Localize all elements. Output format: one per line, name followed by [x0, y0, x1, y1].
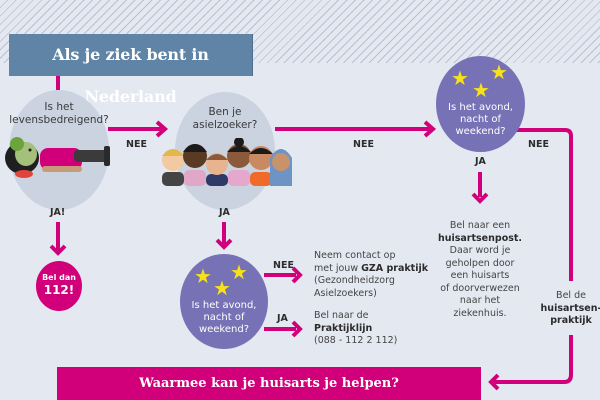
outcome-gza-bold: GZA praktijk — [361, 262, 429, 274]
question-evening-top-text: Is het avond, nacht of weekend? — [436, 102, 525, 138]
question-asylum-line1: Ben je — [208, 106, 242, 118]
arrowhead-112 — [49, 244, 67, 256]
outcome-huisartsenpraktijk-line1: Bel de — [556, 290, 586, 301]
outcome-praktijklijn: Bel naar de Praktijklijn (088 - 112 2 11… — [314, 310, 397, 348]
question-life-text: Is het levensbedreigend? — [9, 101, 109, 127]
bottom-banner-text: Waarmee kan je huisarts je helpen? — [139, 376, 399, 391]
arrowhead-banner — [488, 373, 500, 391]
outcome-huisartsenpost-line1: Bel naar een — [449, 220, 511, 231]
question-asylum-line2: asielzoeker? — [192, 119, 258, 131]
question-evening-top-line3: weekend? — [455, 126, 506, 137]
question-life-line2: levensbedreigend? — [9, 114, 109, 126]
outcome-gza-line3: (Gezondheidzorg — [314, 275, 395, 286]
outcome-huisartsenpost-line7: naar het — [459, 295, 501, 306]
outcome-gza-line2: met jouw GZA praktijk — [314, 263, 428, 276]
outcome-gza: Neem contact op met jouw GZA praktijk (G… — [314, 250, 428, 300]
arrowhead-asylum — [155, 120, 169, 138]
outcome-huisartsenpost-line6: of doorverwezen — [440, 282, 520, 294]
call-112-line2: 112! — [43, 283, 75, 297]
label-life-no: NEE — [126, 139, 147, 150]
outcome-gza-line1: Neem contact op — [314, 250, 396, 261]
arrowhead-evening-bottom — [215, 238, 233, 250]
outcome-huisartsenpost: Bel naar een huisartsenpost. Daar word j… — [430, 220, 530, 320]
arrowhead-evening-top — [423, 120, 437, 138]
outcome-huisartsenpost-bold: huisartsenpost. — [437, 232, 523, 244]
star-icon: ★ — [490, 60, 508, 84]
label-asylum-no: NEE — [353, 139, 374, 150]
arrowhead-huisartsenpost — [471, 192, 489, 204]
people-group-illustration — [162, 138, 292, 186]
call-112-node: Bel dan 112! — [36, 261, 82, 311]
question-evening-bottom-line2: nacht of — [203, 312, 245, 323]
label-asylum-yes: JA — [219, 207, 230, 218]
outcome-huisartsenpost-line3: Daar word je — [449, 245, 511, 256]
outcome-praktijklijn-phone: (088 - 112 2 112) — [314, 335, 398, 346]
label-evening-top-no: NEE — [528, 139, 549, 150]
question-evening-bottom-text: Is het avond, nacht of weekend? — [180, 300, 268, 336]
outcome-huisartsenpraktijk: Bel de huisartsen- praktijk — [536, 290, 600, 328]
bottom-banner[interactable]: Waarmee kan je huisarts je helpen? — [57, 367, 481, 400]
connector-praktijk-to-banner — [494, 335, 573, 384]
label-life-yes: JA! — [50, 207, 66, 218]
star-icon: ★ — [451, 66, 469, 90]
star-icon: ★ — [472, 78, 490, 102]
connector-evening-top-no — [515, 128, 573, 281]
call-112-line1: Bel dan — [42, 273, 76, 282]
label-evening-bottom-no: NEE — [273, 260, 294, 271]
question-evening-bottom-line1: Is het avond, — [191, 300, 257, 311]
question-evening-bottom — [180, 254, 268, 349]
star-icon: ★ — [213, 276, 231, 300]
outcome-praktijklijn-line1: Bel naar de — [314, 310, 369, 321]
outcome-praktijklijn-bold: Praktijklijn — [314, 322, 373, 334]
question-asylum-text: Ben je asielzoeker? — [175, 106, 275, 132]
title-box: Als je ziek bent in Nederland — [9, 34, 253, 106]
label-evening-top-yes: JA — [475, 156, 486, 167]
outcome-huisartsenpost-line8: ziekenhuis. — [453, 307, 507, 319]
question-evening-top-line2: nacht of — [459, 114, 502, 125]
question-life-line1: Is het — [44, 101, 74, 113]
star-icon: ★ — [230, 260, 248, 284]
outcome-gza-line4: Asielzoekers) — [314, 287, 377, 299]
outcome-gza-line2-pre: met jouw — [314, 262, 362, 274]
star-icon: ★ — [194, 264, 212, 288]
outcome-huisartsenpraktijk-bold2: praktijk — [550, 315, 592, 326]
arrowhead-gza — [291, 266, 303, 284]
arrowhead-praktijklijn — [291, 320, 303, 338]
injured-person-illustration — [5, 137, 110, 178]
outcome-huisartsenpost-line5: een huisarts — [450, 270, 510, 281]
outcome-huisartsenpraktijk-bold1: huisartsen- — [540, 302, 600, 314]
page-title: Als je ziek bent in Nederland — [52, 45, 209, 106]
question-evening-top-line1: Is het avond, — [448, 102, 513, 113]
label-evening-bottom-yes: JA — [277, 313, 288, 324]
question-evening-top — [436, 56, 525, 152]
question-evening-bottom-line3: weekend? — [198, 324, 250, 335]
outcome-huisartsenpost-line4: geholpen door — [445, 257, 515, 269]
